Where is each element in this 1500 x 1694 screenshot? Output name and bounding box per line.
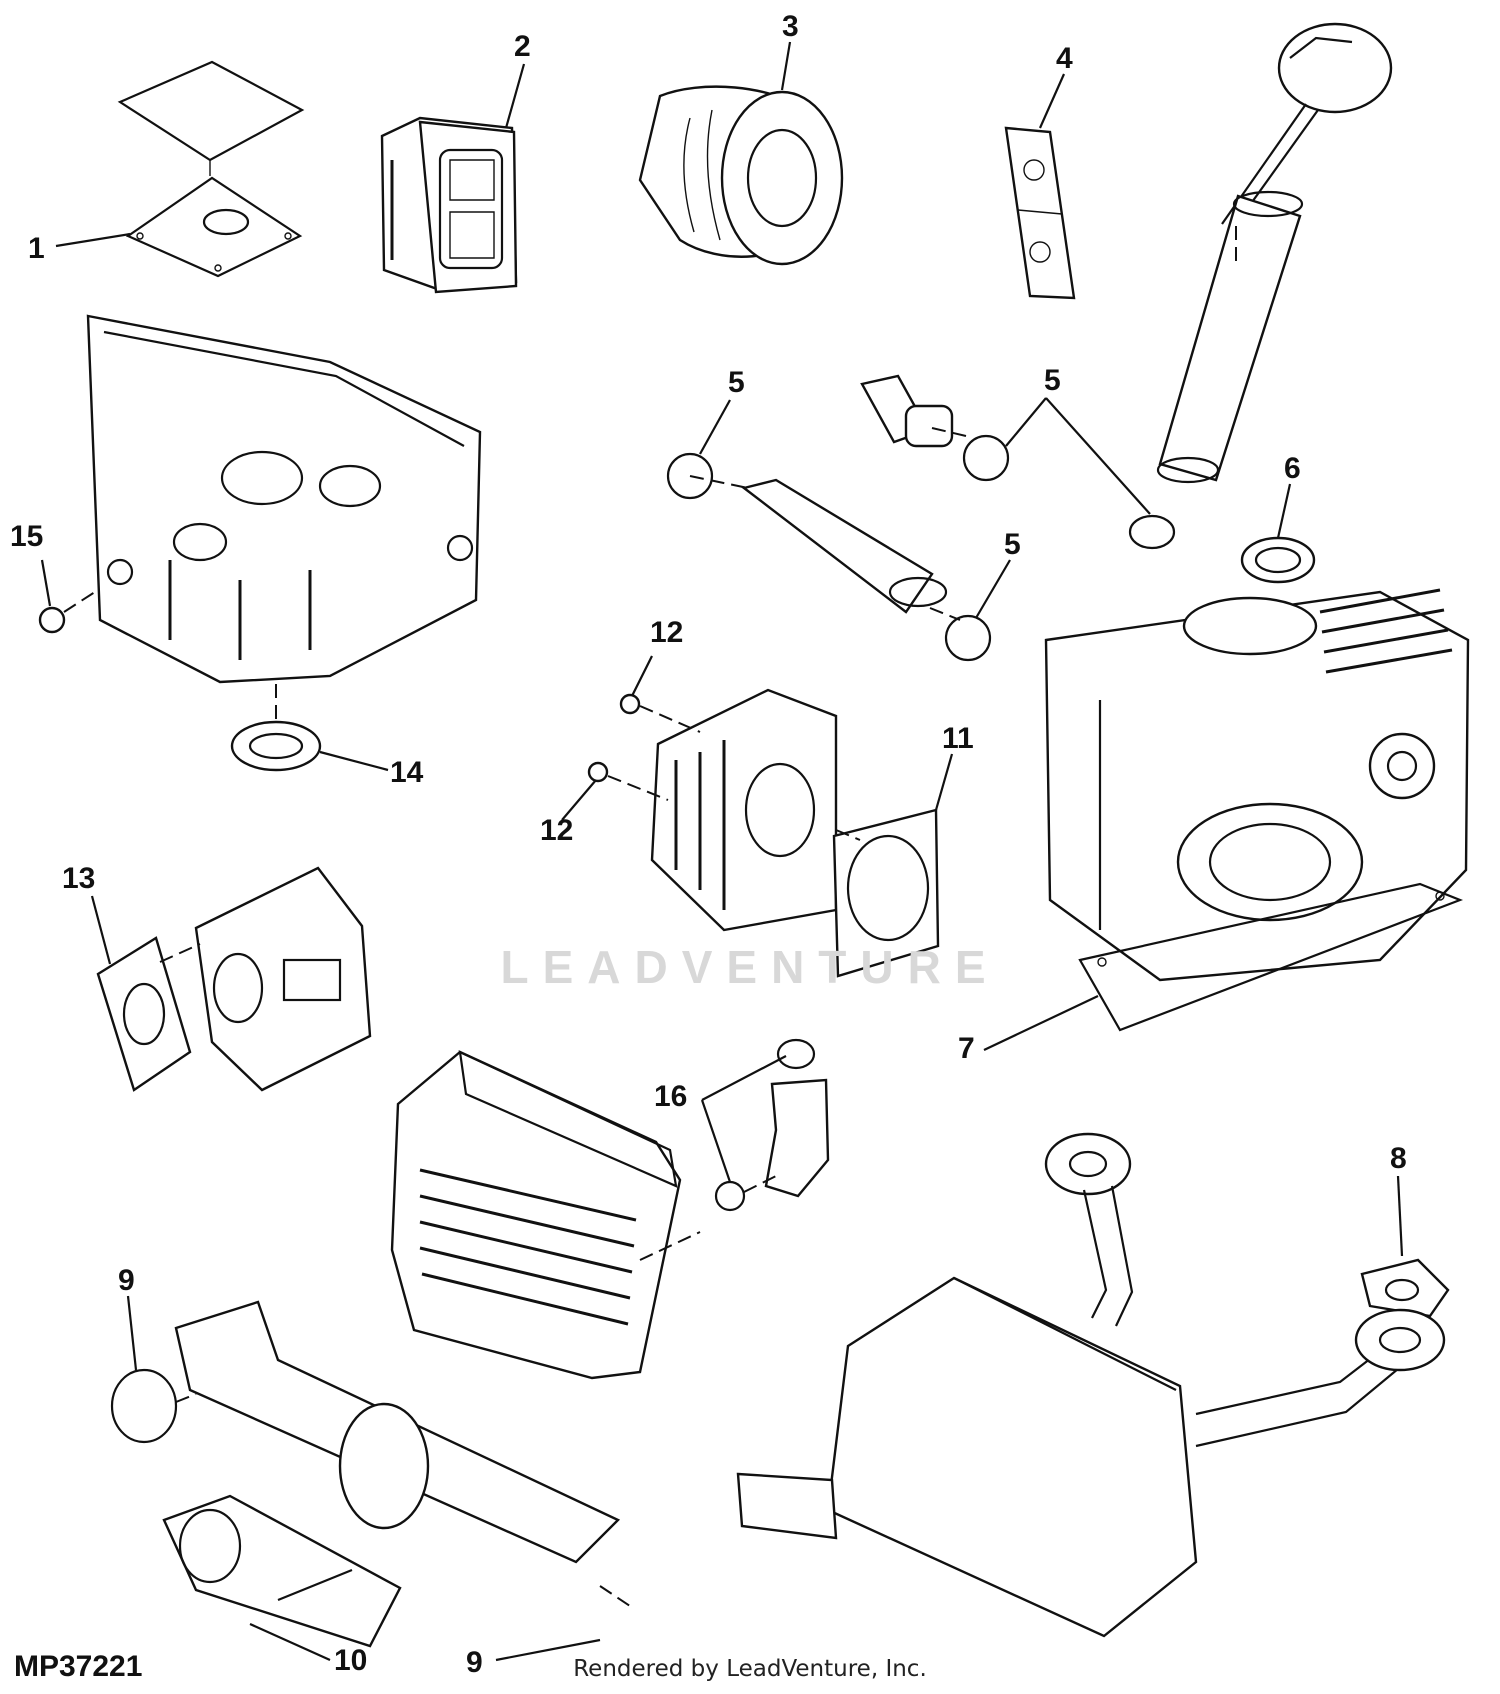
callout-7: 7	[958, 1032, 975, 1065]
credit-text: Rendered by LeadVenture, Inc.	[573, 1656, 927, 1682]
crankshaft-seal-part	[230, 684, 322, 772]
fuel-filter-screen-part	[1004, 126, 1076, 300]
dipstick-tube-part	[1156, 22, 1393, 484]
callout-10: 10	[334, 1644, 367, 1677]
callout-6: 6	[1284, 452, 1301, 485]
callout-8: 8	[1390, 1142, 1407, 1175]
callout-12b: 12	[540, 814, 573, 847]
crankcase-cover-part	[86, 314, 482, 684]
callout-labels: 1 2 3 4 5 5 5 6 7 8 9 9 10 11 12 12 13 1…	[10, 10, 1407, 1679]
callout-3: 3	[782, 10, 799, 43]
head-gasket-part	[832, 808, 940, 978]
callout-11: 11	[942, 722, 974, 755]
cylinder-head-part	[650, 688, 838, 932]
callout-9b: 9	[466, 1646, 483, 1679]
callout-9a: 9	[118, 1264, 135, 1297]
oil-drain-fitting-part	[689, 374, 967, 621]
carburetor-gasket-part	[96, 936, 192, 1092]
callout-1: 1	[28, 232, 45, 265]
leader-lines	[40, 41, 1404, 1662]
oil-seal-top-part	[1240, 536, 1316, 584]
muffler-part	[736, 1185, 1446, 1638]
cylinder-block-part	[1044, 588, 1470, 982]
callout-5b: 5	[1044, 364, 1061, 397]
callout-2: 2	[514, 30, 531, 63]
drawing-id: MP37221	[14, 1650, 143, 1683]
callout-13: 13	[62, 862, 95, 895]
callout-14: 14	[390, 756, 424, 789]
carburetor-part	[159, 866, 372, 1092]
o-ring-part	[666, 434, 1176, 662]
base-gasket-part	[1078, 882, 1464, 1032]
breather-elbow-part	[714, 1038, 830, 1212]
callout-12a: 12	[650, 616, 683, 649]
watermark-text: LEADVENTURE	[500, 941, 1000, 993]
air-filter-element-part	[380, 116, 518, 294]
callout-5a: 5	[728, 366, 745, 399]
air-cleaner-housing-part	[390, 1050, 701, 1380]
oil-filter-part	[638, 85, 844, 266]
callout-16: 16	[654, 1080, 687, 1113]
o-ring-part	[110, 1368, 197, 1444]
callout-15: 15	[10, 520, 43, 553]
callout-5c: 5	[1004, 528, 1021, 561]
intake-manifold-part	[162, 1300, 631, 1648]
head-bolt-part	[587, 693, 701, 801]
drain-nut-part	[38, 589, 99, 634]
cover-gasket-part	[117, 60, 305, 278]
callout-4: 4	[1056, 42, 1073, 75]
exhaust-gasket-part	[1044, 1132, 1450, 1318]
